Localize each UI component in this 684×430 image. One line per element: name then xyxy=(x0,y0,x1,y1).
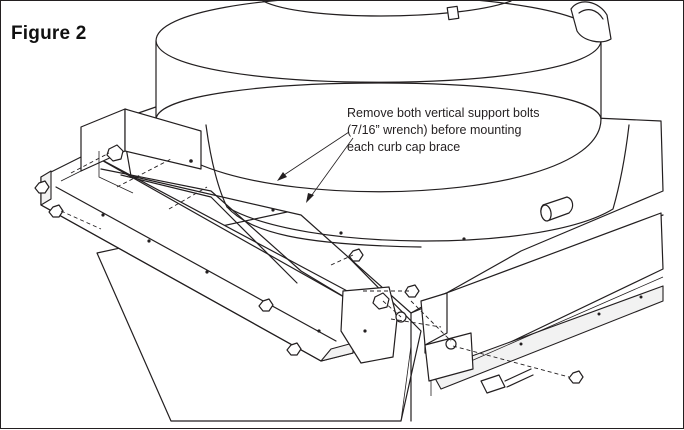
figure-title: Figure 2 xyxy=(11,23,87,44)
callout-line: (7/16” wrench) before mounting xyxy=(347,123,522,137)
callout-leaders xyxy=(277,131,354,203)
fan-housing-icon xyxy=(155,1,630,248)
bolt-icon xyxy=(34,144,584,394)
callout-line: Remove both vertical support bolts xyxy=(347,106,540,120)
callout-text: Remove both vertical support bolts (7/16… xyxy=(347,105,607,156)
lift-lug xyxy=(540,196,574,222)
callout-line: each curb cap brace xyxy=(347,140,461,154)
alignment-lines xyxy=(60,152,570,378)
